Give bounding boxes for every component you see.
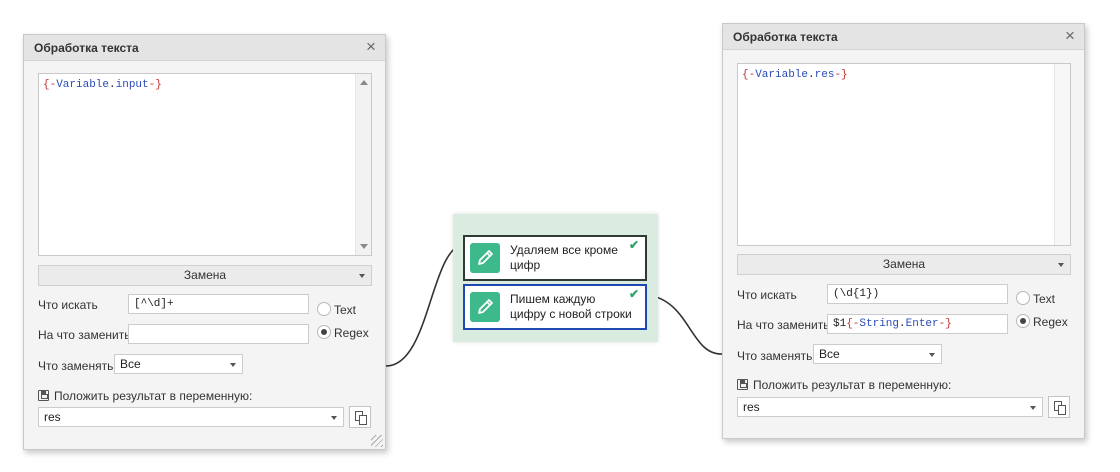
what-replace-value: Все xyxy=(819,347,840,361)
radio-regex-label: Regex xyxy=(334,326,369,340)
radio-regex-label: Regex xyxy=(1033,315,1068,329)
save-icon xyxy=(38,390,49,401)
radio-regex[interactable] xyxy=(1016,314,1030,328)
radio-text-label: Text xyxy=(334,303,357,317)
chevron-down-icon xyxy=(331,416,337,420)
what-replace-dropdown[interactable]: Все xyxy=(114,354,243,374)
replace-input[interactable]: $1{-String.Enter-} xyxy=(827,314,1008,334)
wire-node2-to-right xyxy=(646,294,723,355)
resize-grip[interactable] xyxy=(371,435,383,447)
mode-dropdown[interactable]: Замена xyxy=(737,254,1071,275)
result-variable-dropdown[interactable]: res xyxy=(737,397,1043,417)
result-variable-dropdown[interactable]: res xyxy=(38,407,344,427)
what-replace-label: Что заменять xyxy=(737,349,813,363)
what-replace-value: Все xyxy=(120,357,141,371)
panel-header: Обработка текста × xyxy=(24,35,385,61)
find-input[interactable]: (\d{1}) xyxy=(827,284,1008,304)
result-variable-value: res xyxy=(44,410,61,424)
panel-title: Обработка текста xyxy=(34,41,139,55)
close-icon[interactable]: × xyxy=(1065,26,1075,45)
radio-text-label: Text xyxy=(1033,292,1056,306)
editor-text: {-Variable.res-} xyxy=(742,69,848,81)
check-icon: ✔ xyxy=(628,287,639,301)
mode-dropdown-label: Замена xyxy=(882,257,926,271)
mode-dropdown[interactable]: Замена xyxy=(38,265,372,286)
editor-scrollbar[interactable] xyxy=(355,74,371,255)
find-label: Что искать xyxy=(737,288,797,302)
chevron-down-icon xyxy=(359,274,365,278)
text-processing-panel-left: Обработка текста × {-Variable.input-} За… xyxy=(23,34,386,450)
chevron-down-icon xyxy=(1030,406,1036,410)
save-icon xyxy=(737,379,748,390)
check-icon: ✔ xyxy=(628,238,639,252)
pencil-icon xyxy=(470,243,500,273)
replace-label: На что заменить xyxy=(737,318,830,332)
pencil-icon xyxy=(470,292,500,322)
text-editor[interactable]: {-Variable.input-} xyxy=(38,73,372,256)
action-node[interactable]: Пишем каждую цифру с новой строки ✔ xyxy=(463,284,647,330)
node-label: Удаляем все кроме цифр xyxy=(510,243,618,272)
editor-scrollbar[interactable] xyxy=(1054,64,1070,245)
text-editor[interactable]: {-Variable.res-} xyxy=(737,63,1071,246)
replace-input[interactable] xyxy=(128,324,309,344)
panel-header: Обработка текста × xyxy=(723,24,1084,50)
mode-dropdown-label: Замена xyxy=(183,268,227,282)
wire-left-to-node1 xyxy=(385,243,465,367)
close-icon[interactable]: × xyxy=(366,37,376,56)
save-result-label: Положить результат в переменную: xyxy=(753,378,952,392)
chevron-down-icon xyxy=(1058,263,1064,267)
node-label: Пишем каждую цифру с новой строки xyxy=(510,292,632,321)
radio-text[interactable] xyxy=(1016,291,1030,305)
copy-button[interactable] xyxy=(1048,396,1070,418)
result-variable-value: res xyxy=(743,400,760,414)
radio-regex[interactable] xyxy=(317,325,331,339)
chevron-down-icon xyxy=(929,353,935,357)
editor-text: {-Variable.input-} xyxy=(43,79,162,91)
replace-label: На что заменить xyxy=(38,328,131,342)
scroll-down-icon[interactable] xyxy=(360,244,368,249)
panel-title: Обработка текста xyxy=(733,30,838,44)
find-input[interactable]: [^\d]+ xyxy=(128,294,309,314)
what-replace-dropdown[interactable]: Все xyxy=(813,344,942,364)
action-node[interactable]: Удаляем все кроме цифр ✔ xyxy=(463,235,647,281)
what-replace-label: Что заменять xyxy=(38,359,114,373)
copy-button[interactable] xyxy=(349,406,371,428)
scroll-up-icon[interactable] xyxy=(360,80,368,85)
radio-text[interactable] xyxy=(317,302,331,316)
chevron-down-icon xyxy=(230,363,236,367)
find-label: Что искать xyxy=(38,298,98,312)
text-processing-panel-right: Обработка текста × {-Variable.res-} Заме… xyxy=(722,23,1085,439)
save-result-label: Положить результат в переменную: xyxy=(54,389,253,403)
action-group: Удаляем все кроме цифр ✔ Пишем каждую ци… xyxy=(453,214,658,342)
